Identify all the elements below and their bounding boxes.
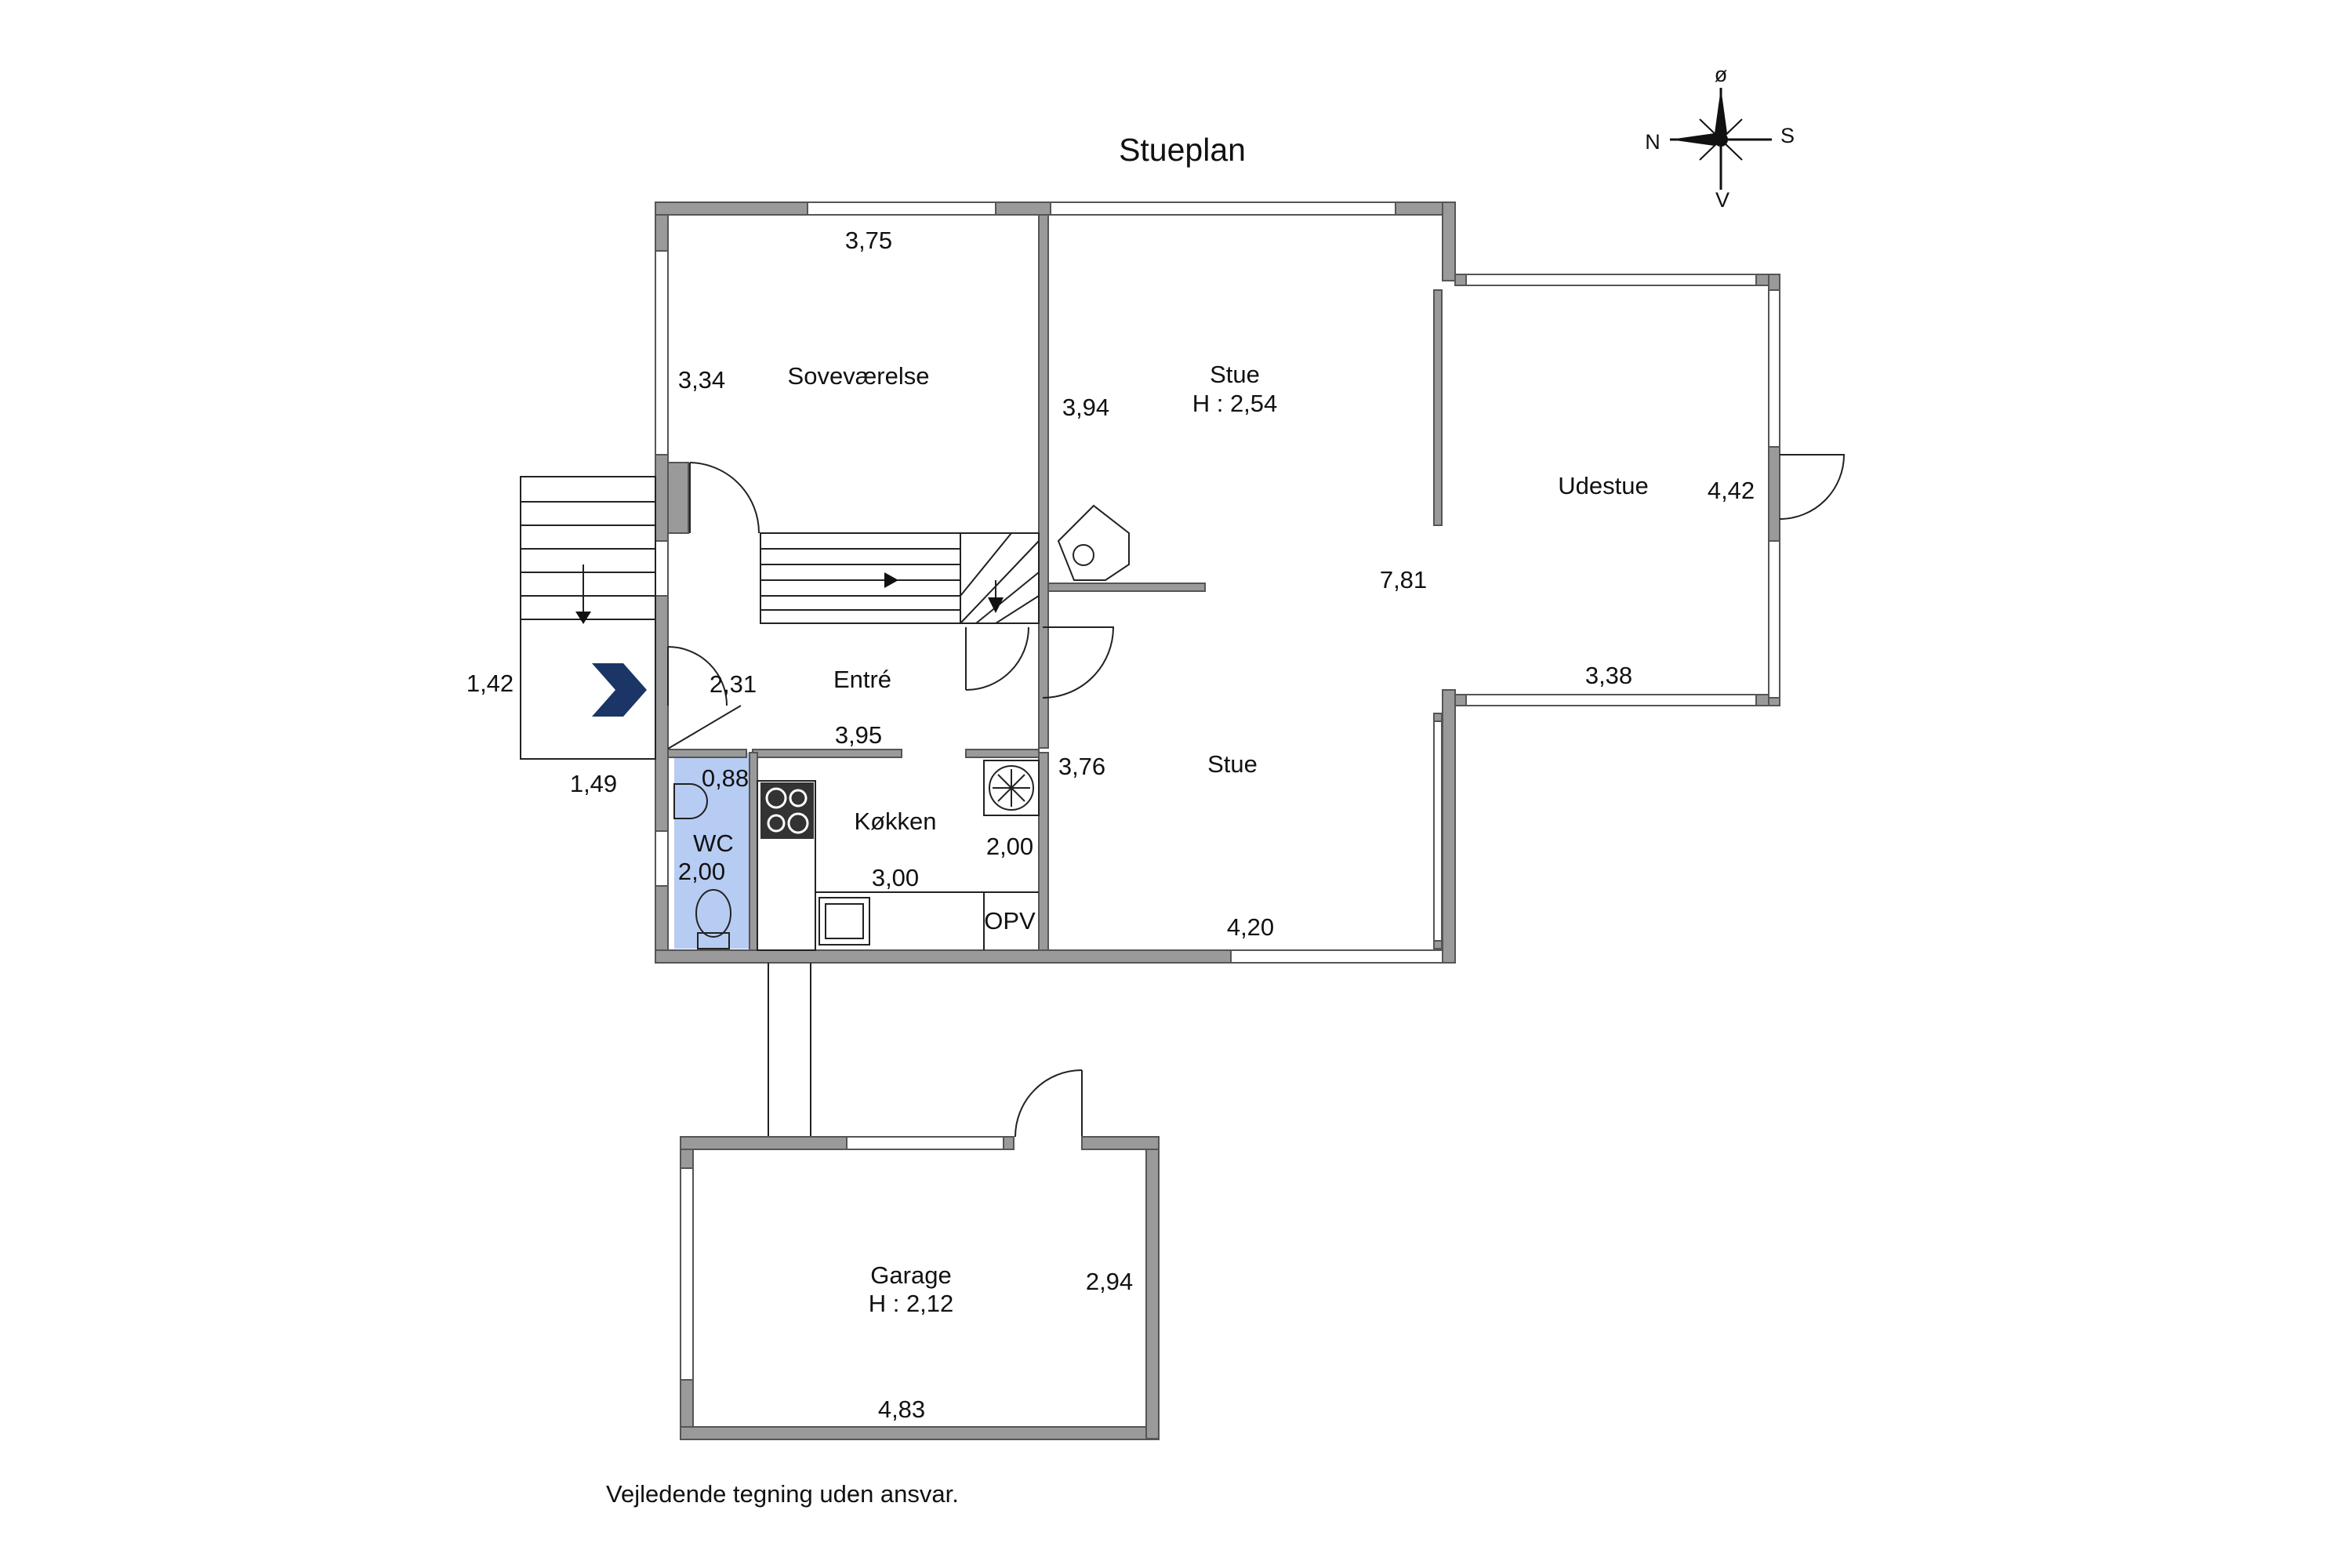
- room-stue-top: Stue: [1210, 361, 1260, 388]
- main-walls: [655, 201, 1780, 964]
- room-garage-height: H : 2,12: [869, 1290, 954, 1317]
- dim-garage-depth: 2,94: [1086, 1268, 1133, 1295]
- compass-north: N: [1645, 130, 1661, 154]
- windows: [655, 201, 1780, 964]
- dim-sov-width: 3,75: [845, 227, 892, 254]
- entry-arrow-icon: [592, 663, 647, 717]
- dim-entre-depth: 2,31: [710, 670, 757, 698]
- dim-garage-width: 4,83: [878, 1396, 925, 1423]
- kitchen-fixtures: [757, 760, 1040, 951]
- room-entre: Entré: [833, 666, 891, 693]
- compass-east: ø: [1715, 63, 1728, 86]
- dim-stue-bottom-depth: 3,76: [1058, 753, 1105, 780]
- dim-sov-depth: 3,34: [678, 366, 725, 394]
- room-koekken: Køkken: [854, 808, 936, 835]
- dim-stue-bottom-width: 4,20: [1227, 913, 1274, 941]
- compass-west: V: [1715, 188, 1730, 212]
- dim-udestue-depth: 4,42: [1708, 477, 1755, 504]
- dim-udestue-width: 3,38: [1585, 662, 1632, 689]
- room-stue-bottom: Stue: [1207, 750, 1258, 778]
- dim-wc-depth: 2,00: [678, 858, 725, 885]
- doors: [667, 454, 1846, 1138]
- room-sovevaerelse: Soveværelse: [788, 362, 930, 390]
- dim-entre-width: 3,95: [835, 721, 882, 749]
- dim-koekken-depth: 2,00: [986, 833, 1033, 860]
- dim-stair-width: 1,42: [466, 670, 514, 697]
- outdoor-steps: [520, 476, 656, 760]
- dim-wc-width: 0,88: [702, 764, 749, 792]
- plan-title: Stueplan: [1119, 132, 1246, 168]
- dim-koekken-width: 3,00: [872, 864, 919, 891]
- compass-icon: [1670, 88, 1772, 190]
- dim-stue-depth: 3,94: [1062, 394, 1109, 421]
- room-stue-top-height: H : 2,54: [1192, 390, 1278, 417]
- wc-floor: [674, 753, 753, 949]
- wc-fixtures: [673, 783, 731, 949]
- interior-stair: [760, 532, 1040, 624]
- fireplace-icon: [1057, 504, 1130, 581]
- garage-connector: [768, 963, 811, 1137]
- garage-walls: [680, 1136, 1160, 1440]
- compass-south: S: [1780, 124, 1795, 147]
- disclaimer: Vejledende tegning uden ansvar.: [606, 1480, 959, 1508]
- room-wc: WC: [693, 829, 734, 857]
- dim-total-length: 7,81: [1380, 566, 1427, 593]
- room-opv: OPV: [984, 907, 1036, 935]
- room-udestue: Udestue: [1558, 472, 1648, 499]
- room-garage: Garage: [870, 1261, 951, 1289]
- dim-stair-depth: 1,49: [570, 770, 617, 797]
